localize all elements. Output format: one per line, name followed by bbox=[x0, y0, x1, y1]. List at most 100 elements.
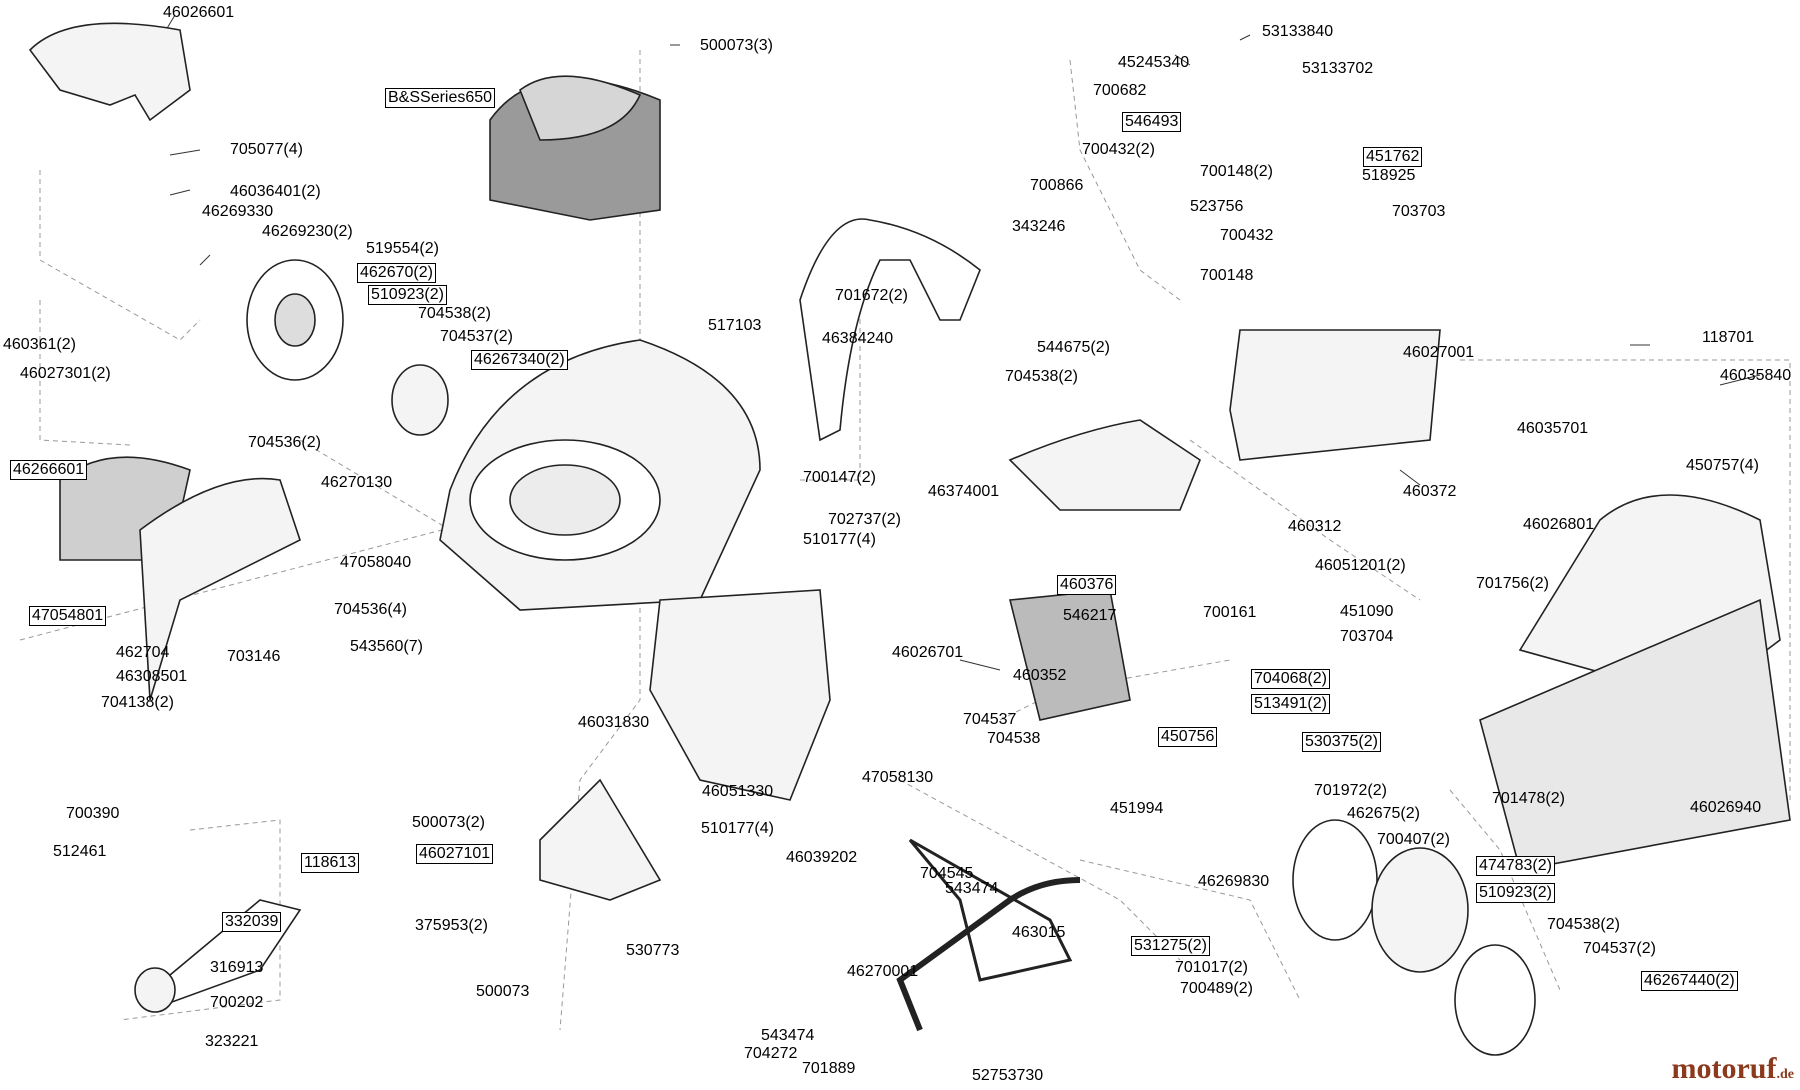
part-label: 46384240 bbox=[822, 330, 894, 347]
part-label: 517103 bbox=[708, 317, 762, 334]
part-label: 451090 bbox=[1340, 603, 1394, 620]
part-label: 450757(4) bbox=[1686, 457, 1759, 474]
part-label-boxed: 510923(2) bbox=[1476, 883, 1555, 903]
part-label: 544675(2) bbox=[1037, 339, 1110, 356]
part-label: 701017(2) bbox=[1175, 959, 1248, 976]
part-label-boxed: 546493 bbox=[1122, 112, 1182, 132]
part-label: 700866 bbox=[1030, 177, 1084, 194]
part-label: 460361(2) bbox=[3, 336, 76, 353]
part-label: 518925 bbox=[1362, 167, 1416, 184]
part-label: 705077(4) bbox=[230, 141, 303, 158]
part-label: 702737(2) bbox=[828, 511, 901, 528]
part-label: 462704 bbox=[116, 644, 170, 661]
part-label: 46027001 bbox=[1403, 344, 1475, 361]
part-label: 701972(2) bbox=[1314, 782, 1387, 799]
part-label: 46036401(2) bbox=[230, 183, 321, 200]
part-label: 46051330 bbox=[702, 783, 774, 800]
part-label: 460352 bbox=[1013, 667, 1067, 684]
part-label-boxed: 332039 bbox=[222, 912, 282, 932]
part-label: 46035840 bbox=[1720, 367, 1792, 384]
part-label: 700432(2) bbox=[1082, 141, 1155, 158]
part-label-boxed: 46266601 bbox=[10, 460, 88, 480]
part-label: 500073(2) bbox=[412, 814, 485, 831]
part-label-boxed: 704068(2) bbox=[1251, 669, 1330, 689]
part-label: 704536(2) bbox=[248, 434, 321, 451]
part-label: 118701 bbox=[1702, 329, 1755, 346]
part-label: 46270130 bbox=[321, 474, 393, 491]
part-label-boxed: 47054801 bbox=[29, 606, 107, 626]
watermark-logo: motoruf.de bbox=[1672, 1052, 1794, 1086]
part-label: 703146 bbox=[227, 648, 281, 665]
part-label: 460372 bbox=[1403, 483, 1457, 500]
part-label: 523756 bbox=[1190, 198, 1244, 215]
part-label: 704138(2) bbox=[101, 694, 174, 711]
part-label: 704545 bbox=[920, 865, 974, 882]
part-label: 46308501 bbox=[116, 668, 188, 685]
part-label: 704538(2) bbox=[1005, 368, 1078, 385]
part-label: 543474 bbox=[945, 880, 999, 897]
part-label: 543474 bbox=[761, 1027, 815, 1044]
part-label-boxed: 474783(2) bbox=[1476, 856, 1555, 876]
part-label: 704536(4) bbox=[334, 601, 407, 618]
part-label: 700407(2) bbox=[1377, 831, 1450, 848]
part-label: 704537 bbox=[963, 711, 1017, 728]
part-label: 462675(2) bbox=[1347, 805, 1420, 822]
part-label: 704272 bbox=[744, 1045, 798, 1062]
part-label: 543560(7) bbox=[350, 638, 423, 655]
part-label: 53133702 bbox=[1302, 60, 1374, 77]
part-label: 510177(4) bbox=[701, 820, 774, 837]
part-label-boxed: 513491(2) bbox=[1251, 694, 1330, 714]
part-label: 46026801 bbox=[1523, 516, 1595, 533]
part-label: 701756(2) bbox=[1476, 575, 1549, 592]
part-label: 46051201(2) bbox=[1315, 557, 1406, 574]
part-label: 546217 bbox=[1063, 607, 1117, 624]
part-label: 46374001 bbox=[928, 483, 1000, 500]
part-label: 519554(2) bbox=[366, 240, 439, 257]
part-label: 703703 bbox=[1392, 203, 1446, 220]
part-label: 463015 bbox=[1012, 924, 1066, 941]
part-label: 375953(2) bbox=[415, 917, 488, 934]
part-label: 47058040 bbox=[340, 554, 412, 571]
part-label: 700161 bbox=[1203, 604, 1257, 621]
part-label-boxed: 531275(2) bbox=[1131, 936, 1210, 956]
part-label: 52753730 bbox=[972, 1067, 1044, 1084]
part-label: 500073 bbox=[476, 983, 530, 1000]
part-label: 701478(2) bbox=[1492, 790, 1565, 807]
part-label: 46026701 bbox=[892, 644, 964, 661]
part-label: 46027301(2) bbox=[20, 365, 111, 382]
part-label-boxed: 460376 bbox=[1057, 575, 1117, 595]
part-label: 46039202 bbox=[786, 849, 858, 866]
part-label: 46026940 bbox=[1690, 799, 1762, 816]
part-label: 46031830 bbox=[578, 714, 650, 731]
part-label: 701672(2) bbox=[835, 287, 908, 304]
part-label: 510177(4) bbox=[803, 531, 876, 548]
part-label: 704538 bbox=[987, 730, 1041, 747]
part-label-boxed: 46267440(2) bbox=[1641, 971, 1738, 991]
part-label: 700682 bbox=[1093, 82, 1147, 99]
part-label: 46269230(2) bbox=[262, 223, 353, 240]
part-label: 701889 bbox=[802, 1060, 856, 1077]
part-label-boxed: 451762 bbox=[1363, 147, 1423, 167]
part-label: 46270001 bbox=[847, 963, 919, 980]
part-label-boxed: 118613 bbox=[301, 853, 360, 873]
part-label: 53133840 bbox=[1262, 23, 1334, 40]
part-label: 46269830 bbox=[1198, 873, 1270, 890]
part-label-boxed: 510923(2) bbox=[368, 285, 447, 305]
part-label: 460312 bbox=[1288, 518, 1342, 535]
part-label: 47058130 bbox=[862, 769, 934, 786]
part-label: 704537(2) bbox=[1583, 940, 1656, 957]
part-label: 703704 bbox=[1340, 628, 1394, 645]
part-label: 700147(2) bbox=[803, 469, 876, 486]
part-label: 704538(2) bbox=[418, 305, 491, 322]
part-label-boxed: 450756 bbox=[1158, 727, 1218, 747]
part-label: 700148 bbox=[1200, 267, 1254, 284]
part-label: 46026601 bbox=[163, 4, 235, 21]
part-label-boxed: 462670(2) bbox=[357, 263, 436, 283]
part-label: 530773 bbox=[626, 942, 680, 959]
part-label: 323221 bbox=[205, 1033, 259, 1050]
part-label: 704538(2) bbox=[1547, 916, 1620, 933]
part-label: 700432 bbox=[1220, 227, 1274, 244]
watermark-brand: motoruf bbox=[1671, 1052, 1777, 1085]
